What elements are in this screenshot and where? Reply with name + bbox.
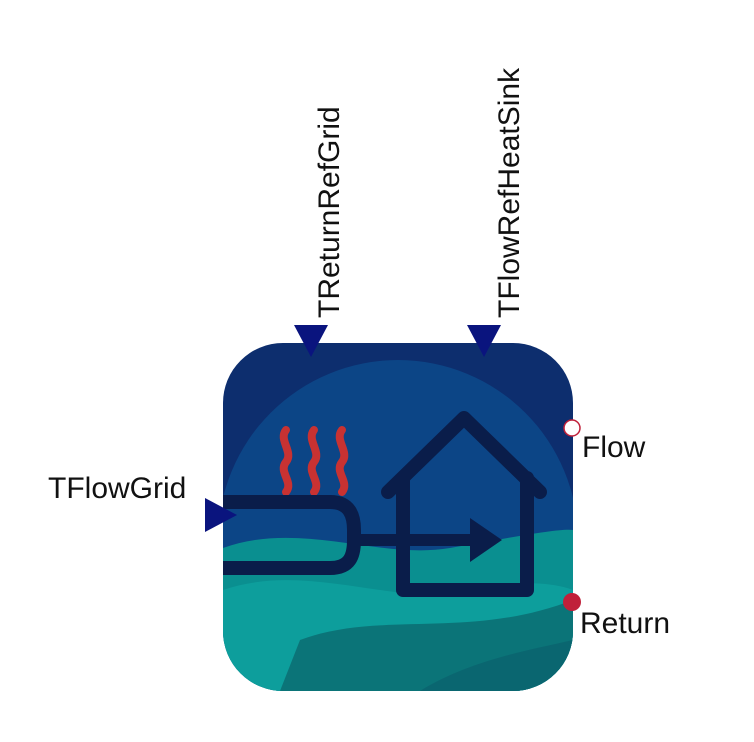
flow-port-label: Flow bbox=[582, 431, 646, 464]
steam-waves-icon bbox=[279, 426, 349, 496]
hill-darker bbox=[420, 640, 573, 691]
t-flow-grid-label: TFlowGrid bbox=[48, 472, 186, 505]
t-return-ref-grid-label: TReturnRefGrid bbox=[313, 106, 346, 318]
t-flow-ref-heat-sink-label: TFlowRefHeatSink bbox=[493, 67, 526, 318]
flow-port[interactable] bbox=[563, 419, 581, 437]
flow-arrow-icon bbox=[354, 518, 502, 562]
return-port[interactable] bbox=[563, 593, 581, 611]
return-port-label: Return bbox=[580, 607, 670, 640]
house-heat-exchanger-icon[interactable] bbox=[218, 343, 578, 720]
t-flow-ref-heat-sink-connector[interactable] bbox=[467, 325, 501, 357]
t-flow-grid-connector[interactable] bbox=[205, 498, 237, 532]
t-return-ref-grid-connector[interactable] bbox=[294, 325, 328, 357]
